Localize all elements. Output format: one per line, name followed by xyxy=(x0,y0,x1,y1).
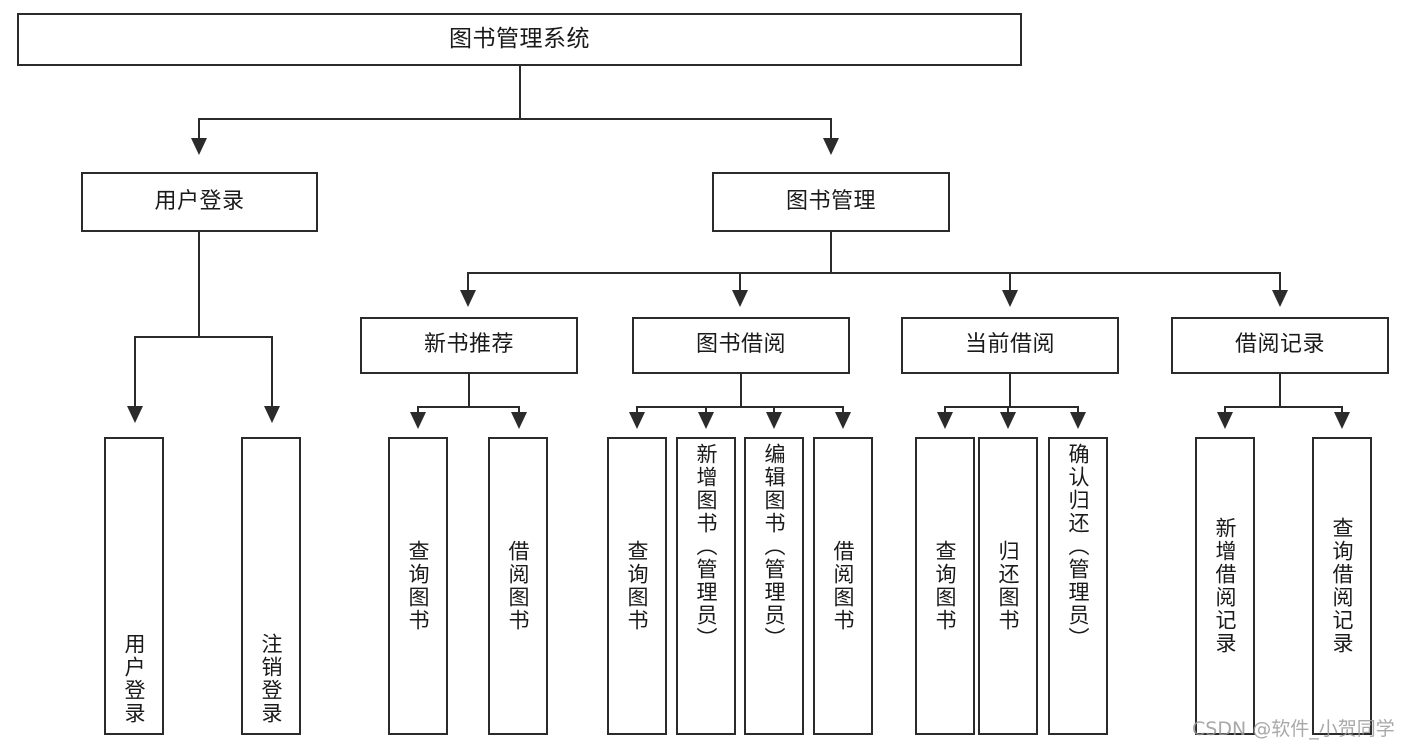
node-label: 图书管理 xyxy=(785,188,876,214)
node-label: 新增图书（管理员） xyxy=(694,443,719,650)
connector-borrow-record-bus xyxy=(1224,406,1343,408)
leaf-add-book-admin[interactable]: 新增图书（管理员） xyxy=(676,437,736,735)
connector-book-borrow-drop-2 xyxy=(705,406,707,416)
node-new-book-recommend[interactable]: 新书推荐 xyxy=(360,317,578,374)
leaf-return-book[interactable]: 归还图书 xyxy=(978,437,1038,735)
arrow-to-leaf-return-book xyxy=(1000,412,1016,429)
connector-borrow-record-drop-1 xyxy=(1224,406,1226,416)
leaf-confirm-return-admin[interactable]: 确认归还（管理员） xyxy=(1048,437,1108,735)
node-label: 新增借阅记录 xyxy=(1213,517,1238,655)
node-borrow-record[interactable]: 借阅记录 xyxy=(1171,317,1389,374)
node-label: 查询图书 xyxy=(406,540,431,632)
leaf-user-login[interactable]: 用户登录 xyxy=(104,437,164,735)
watermark-text: CSDN @软件_小贺同学 xyxy=(1192,718,1395,740)
arrow-to-leaf-query-book-1 xyxy=(410,412,426,429)
node-label: 用户登录 xyxy=(122,633,147,725)
arrow-to-user-login xyxy=(191,138,207,155)
arrow-to-book-borrow xyxy=(732,290,748,307)
node-label: 用户登录 xyxy=(154,188,245,214)
connector-current-borrow-stem xyxy=(1009,374,1011,408)
node-current-borrow[interactable]: 当前借阅 xyxy=(901,317,1119,374)
arrow-to-leaf-confirm-return xyxy=(1070,412,1086,429)
node-label: 归还图书 xyxy=(996,540,1021,632)
connector-current-borrow-bus xyxy=(944,406,1078,408)
node-label: 注销登录 xyxy=(259,633,284,725)
node-label: 新书推荐 xyxy=(423,332,514,358)
arrow-to-leaf-user-login xyxy=(127,406,143,423)
connector-level1-bus xyxy=(198,118,832,120)
arrow-to-leaf-query-book-2 xyxy=(629,412,645,429)
connector-new-book-drop-2 xyxy=(518,406,520,416)
leaf-query-book-borrow[interactable]: 查询图书 xyxy=(607,437,667,735)
connector-book-borrow-drop-4 xyxy=(842,406,844,416)
node-label: 查询图书 xyxy=(933,540,958,632)
node-label: 图书管理系统 xyxy=(449,25,590,52)
arrow-to-leaf-edit-book xyxy=(766,412,782,429)
arrow-to-leaf-logout xyxy=(264,406,280,423)
connector-new-book-stem xyxy=(468,374,470,408)
connector-level1-drop-left xyxy=(198,118,200,142)
node-label: 图书借阅 xyxy=(695,332,786,358)
leaf-borrow-book-recommend[interactable]: 借阅图书 xyxy=(488,437,548,735)
node-label: 查询图书 xyxy=(625,540,650,632)
leaf-borrow-book[interactable]: 借阅图书 xyxy=(813,437,873,735)
leaf-edit-book-admin[interactable]: 编辑图书（管理员） xyxy=(744,437,804,735)
node-root-book-management-system[interactable]: 图书管理系统 xyxy=(17,13,1022,66)
leaf-query-book-recommend[interactable]: 查询图书 xyxy=(388,437,448,735)
arrow-to-borrow-record xyxy=(1272,290,1288,307)
leaf-query-borrow-record[interactable]: 查询借阅记录 xyxy=(1312,437,1372,735)
connector-borrow-record-stem xyxy=(1279,374,1281,408)
connector-level2-bus xyxy=(468,272,1281,274)
node-label: 查询借阅记录 xyxy=(1330,517,1355,655)
node-label: 借阅图书 xyxy=(831,540,856,632)
arrow-to-leaf-query-record xyxy=(1334,412,1350,429)
connector-user-login-drop-2 xyxy=(271,336,273,410)
arrow-to-leaf-borrow-book-1 xyxy=(511,412,527,429)
connector-user-login-bus xyxy=(135,336,272,338)
arrow-to-new-book-recommend xyxy=(460,290,476,307)
leaf-logout[interactable]: 注销登录 xyxy=(241,437,301,735)
node-book-management[interactable]: 图书管理 xyxy=(712,172,950,232)
connector-level2-drop-4 xyxy=(1279,272,1281,294)
leaf-add-borrow-record[interactable]: 新增借阅记录 xyxy=(1195,437,1255,735)
connector-level2-drop-1 xyxy=(467,272,469,294)
connector-current-borrow-drop-1 xyxy=(944,406,946,416)
connector-book-borrow-stem xyxy=(740,374,742,408)
connector-level1-drop-right xyxy=(830,118,832,142)
node-label: 借阅记录 xyxy=(1234,332,1325,358)
node-user-login[interactable]: 用户登录 xyxy=(81,172,318,232)
connector-borrow-record-drop-2 xyxy=(1341,406,1343,416)
arrow-to-leaf-add-record xyxy=(1217,412,1233,429)
connector-book-borrow-bus xyxy=(636,406,844,408)
connector-book-borrow-drop-1 xyxy=(636,406,638,416)
arrow-to-current-borrow xyxy=(1002,290,1018,307)
connector-root-stem xyxy=(519,66,521,119)
arrow-to-leaf-add-book xyxy=(698,412,714,429)
connector-level2-drop-3 xyxy=(1009,272,1011,294)
arrow-to-leaf-borrow-book-2 xyxy=(835,412,851,429)
node-book-borrow[interactable]: 图书借阅 xyxy=(632,317,850,374)
connector-level2-drop-2 xyxy=(739,272,741,294)
connector-user-login-stem xyxy=(198,232,200,338)
connector-book-borrow-drop-3 xyxy=(773,406,775,416)
connector-new-book-drop-1 xyxy=(417,406,419,416)
connector-current-borrow-drop-2 xyxy=(1007,406,1009,416)
connector-current-borrow-drop-3 xyxy=(1077,406,1079,416)
node-label: 确认归还（管理员） xyxy=(1066,443,1091,650)
node-label: 编辑图书（管理员） xyxy=(762,443,787,650)
node-label: 当前借阅 xyxy=(964,332,1055,358)
node-label: 借阅图书 xyxy=(506,540,531,632)
connector-new-book-bus xyxy=(417,406,520,408)
connector-user-login-drop-1 xyxy=(134,336,136,410)
leaf-query-book-current[interactable]: 查询图书 xyxy=(915,437,975,735)
arrow-to-book-management xyxy=(823,138,839,155)
arrow-to-leaf-query-book-3 xyxy=(937,412,953,429)
connector-book-management-stem xyxy=(830,232,832,274)
